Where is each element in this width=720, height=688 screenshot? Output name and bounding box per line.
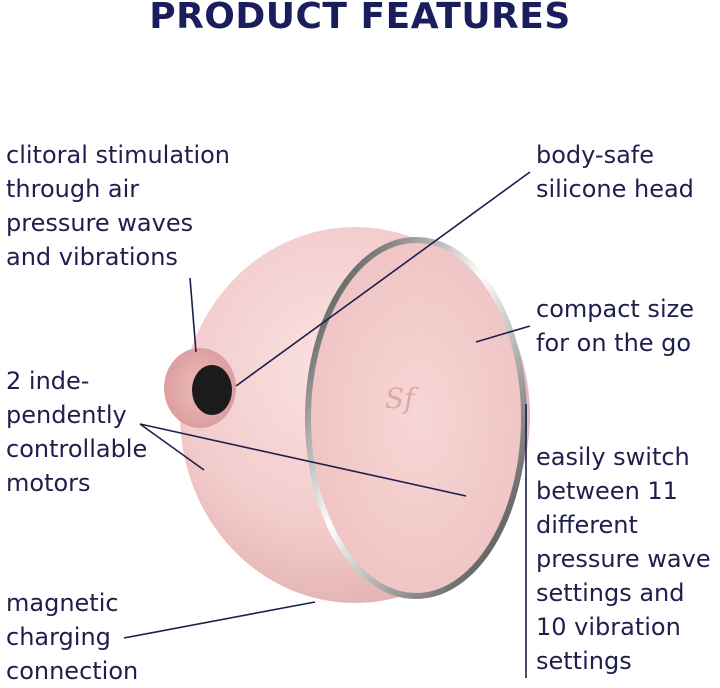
- feature-compact: compact size for on the go: [536, 295, 694, 357]
- leader-line-silicone: [235, 171, 531, 387]
- leader-lines: [123, 171, 531, 678]
- leader-line-air-pressure: [189, 277, 197, 353]
- leader-line-motor-2: [139, 423, 205, 471]
- feature-settings: easily switch between 11 different press…: [536, 443, 711, 675]
- leader-line-charging: [123, 601, 316, 639]
- feature-air-pressure: clitoral stimulation through air pressur…: [6, 141, 231, 271]
- feature-silicone: body-safe silicone head: [536, 141, 694, 203]
- chrome-ring: [305, 237, 527, 599]
- page-title: PRODUCT FEATURES: [149, 0, 571, 37]
- leader-line-motor-1: [139, 423, 467, 497]
- nozzle-opening: [192, 365, 232, 415]
- product-face: [310, 240, 526, 596]
- leader-line-compact: [475, 325, 531, 343]
- feature-motors: 2 inde- pendently controllable motors: [6, 367, 148, 497]
- brand-logo: Sf: [385, 382, 419, 415]
- feature-charging: magnetic charging connection: [6, 589, 139, 685]
